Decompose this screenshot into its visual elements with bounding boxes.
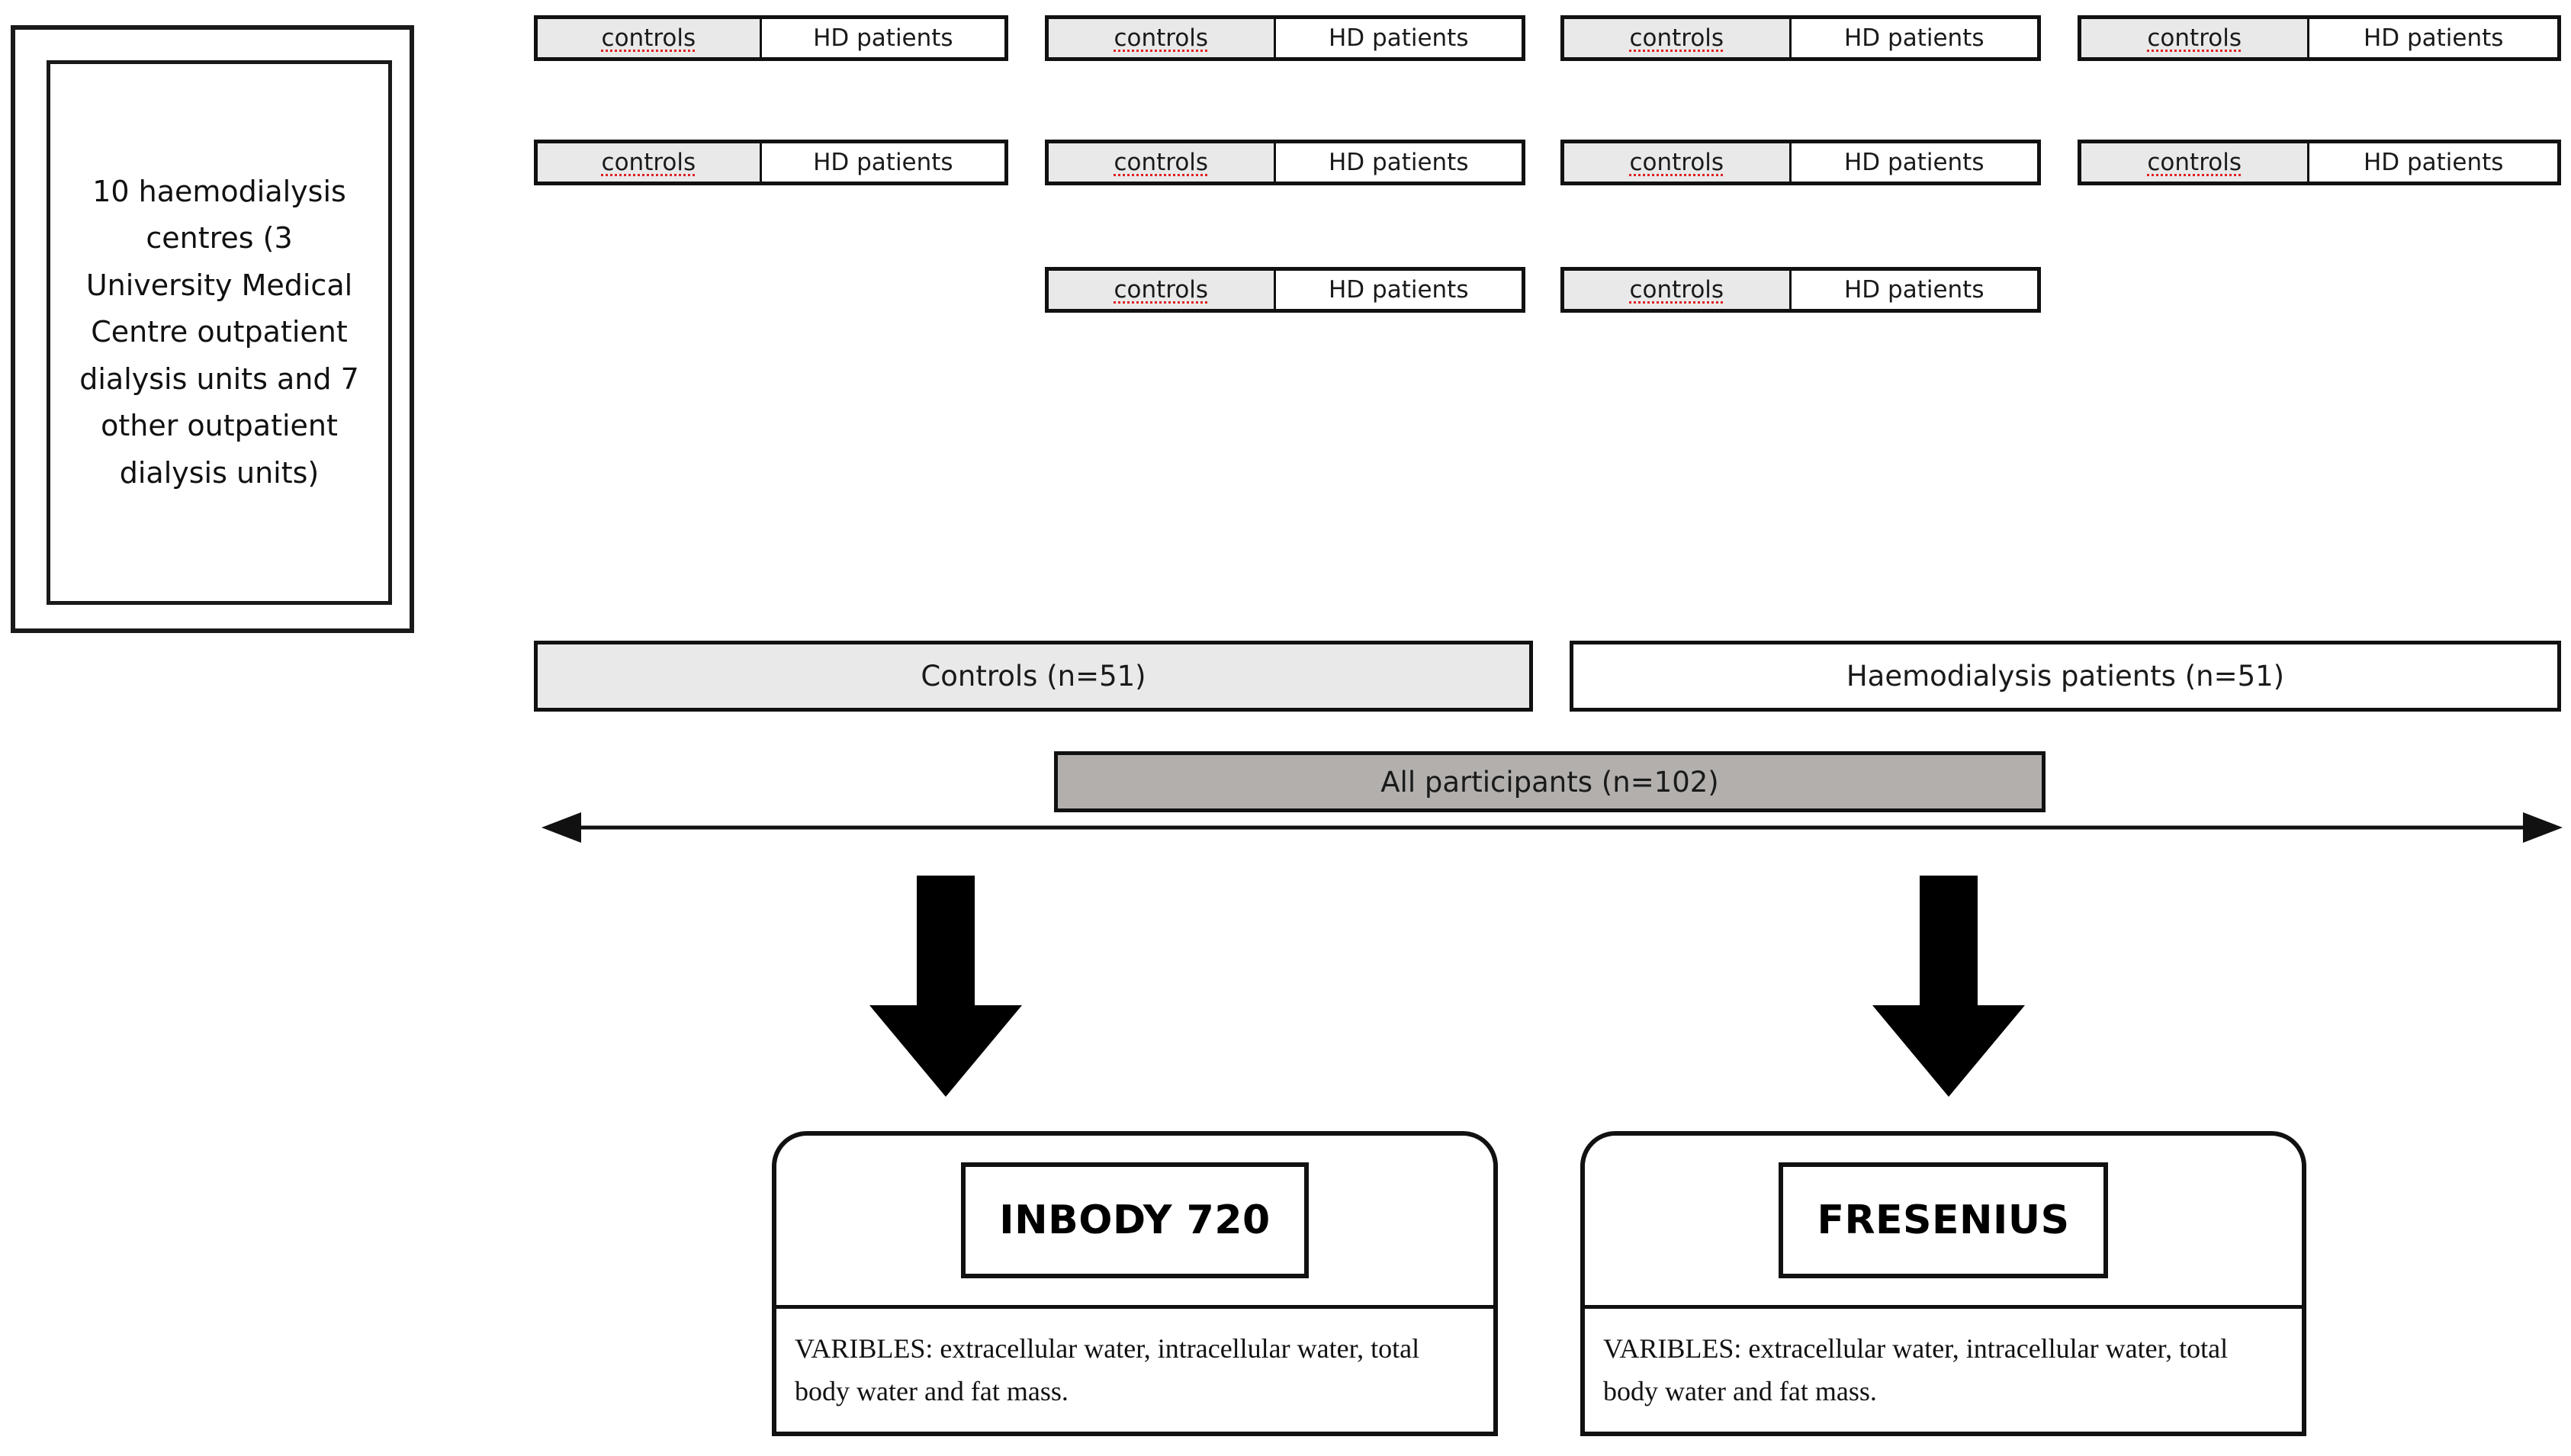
site-box-5-hd-label: HD patients — [813, 149, 953, 176]
site-box-5-controls-cell[interactable]: controls — [538, 143, 762, 182]
haemodialysis-summary-label: Haemodialysis patients (n=51) — [1846, 660, 2285, 693]
site-box-1-hd-cell[interactable]: HD patients — [761, 19, 1004, 57]
site-box-9-controls-cell[interactable]: controls — [1049, 271, 1276, 309]
device-fresenius-variables-area: VARIBLES: extracellular water, intracell… — [1585, 1309, 2302, 1432]
site-box-2-hd-cell[interactable]: HD patients — [1275, 19, 1522, 57]
site-box-6-controls-cell[interactable]: controls — [1049, 143, 1276, 182]
site-box-1[interactable]: controls HD patients — [534, 15, 1008, 61]
device-inbody-variables-area: VARIBLES: extracellular water, intracell… — [776, 1309, 1493, 1432]
site-box-10-controls-cell[interactable]: controls — [1564, 271, 1792, 309]
site-box-3[interactable]: controls HD patients — [1560, 15, 2041, 61]
site-box-8-hd-cell[interactable]: HD patients — [2309, 143, 2557, 182]
site-box-8-controls-cell[interactable]: controls — [2081, 143, 2310, 182]
device-inbody-name-frame: INBODY 720 — [961, 1162, 1309, 1278]
controls-summary-bar[interactable]: Controls (n=51) — [534, 641, 1533, 712]
site-box-4[interactable]: controls HD patients — [2078, 15, 2561, 61]
all-participants-label: All participants (n=102) — [1380, 765, 1719, 799]
site-box-1-controls-cell[interactable]: controls — [538, 19, 762, 57]
site-box-4-controls-label: controls — [2147, 24, 2242, 52]
site-box-6-hd-cell[interactable]: HD patients — [1275, 143, 1522, 182]
site-box-2-controls-cell[interactable]: controls — [1049, 19, 1276, 57]
site-box-6[interactable]: controls HD patients — [1045, 140, 1525, 185]
device-fresenius-name-frame: FRESENIUS — [1779, 1162, 2108, 1278]
span-double-arrow-icon — [542, 812, 2563, 843]
site-box-2[interactable]: controls HD patients — [1045, 15, 1525, 61]
site-box-10-hd-label: HD patients — [1843, 276, 1984, 304]
site-box-8[interactable]: controls HD patients — [2078, 140, 2561, 185]
site-box-10-hd-cell[interactable]: HD patients — [1791, 271, 2037, 309]
site-box-9-hd-cell[interactable]: HD patients — [1275, 271, 1522, 309]
site-box-9-hd-label: HD patients — [1328, 276, 1469, 304]
centres-description-text: 10 haemodialysis centres (3 University M… — [79, 174, 359, 490]
site-box-10[interactable]: controls HD patients — [1560, 267, 2041, 313]
device-box-fresenius[interactable]: FRESENIUS VARIBLES: extracellular water,… — [1580, 1131, 2306, 1436]
site-box-8-controls-label: controls — [2147, 149, 2242, 176]
site-box-1-hd-label: HD patients — [813, 24, 953, 52]
device-fresenius-name-area: FRESENIUS — [1585, 1136, 2302, 1309]
site-box-5-hd-cell[interactable]: HD patients — [761, 143, 1004, 182]
centres-inner-frame: 10 haemodialysis centres (3 University M… — [47, 60, 392, 605]
site-box-10-controls-label: controls — [1629, 276, 1724, 304]
device-box-inbody[interactable]: INBODY 720 VARIBLES: extracellular water… — [772, 1131, 1498, 1436]
device-fresenius-name: FRESENIUS — [1817, 1197, 2070, 1243]
site-box-5-controls-label: controls — [601, 149, 696, 176]
controls-summary-label: Controls (n=51) — [921, 660, 1146, 693]
device-fresenius-variables-text: VARIBLES: extracellular water, intracell… — [1603, 1332, 2229, 1406]
haemodialysis-summary-bar[interactable]: Haemodialysis patients (n=51) — [1570, 641, 2561, 712]
site-box-3-controls-cell[interactable]: controls — [1564, 19, 1792, 57]
site-box-1-controls-label: controls — [601, 24, 696, 52]
down-arrow-to-inbody-icon — [869, 876, 1022, 1097]
site-box-8-hd-label: HD patients — [2363, 149, 2504, 176]
site-box-3-hd-cell[interactable]: HD patients — [1791, 19, 2037, 57]
site-box-6-hd-label: HD patients — [1328, 149, 1469, 176]
site-box-4-hd-cell[interactable]: HD patients — [2309, 19, 2557, 57]
device-inbody-variables-text: VARIBLES: extracellular water, intracell… — [795, 1332, 1420, 1406]
site-box-9[interactable]: controls HD patients — [1045, 267, 1525, 313]
down-arrow-to-fresenius-icon — [1872, 876, 2025, 1097]
site-box-2-hd-label: HD patients — [1328, 24, 1469, 52]
site-box-4-hd-label: HD patients — [2363, 24, 2504, 52]
site-box-7-hd-cell[interactable]: HD patients — [1791, 143, 2037, 182]
site-box-9-controls-label: controls — [1114, 276, 1209, 304]
site-box-5[interactable]: controls HD patients — [534, 140, 1008, 185]
site-box-3-hd-label: HD patients — [1843, 24, 1984, 52]
site-box-7-controls-label: controls — [1629, 149, 1724, 176]
site-box-7-controls-cell[interactable]: controls — [1564, 143, 1792, 182]
site-box-2-controls-label: controls — [1114, 24, 1209, 52]
all-participants-bar[interactable]: All participants (n=102) — [1054, 751, 2046, 812]
site-box-7-hd-label: HD patients — [1843, 149, 1984, 176]
centres-outer-frame: 10 haemodialysis centres (3 University M… — [11, 25, 414, 633]
site-box-6-controls-label: controls — [1114, 149, 1209, 176]
site-box-4-controls-cell[interactable]: controls — [2081, 19, 2310, 57]
device-inbody-name: INBODY 720 — [999, 1197, 1271, 1243]
site-box-3-controls-label: controls — [1629, 24, 1724, 52]
site-box-7[interactable]: controls HD patients — [1560, 140, 2041, 185]
device-inbody-name-area: INBODY 720 — [776, 1136, 1493, 1309]
